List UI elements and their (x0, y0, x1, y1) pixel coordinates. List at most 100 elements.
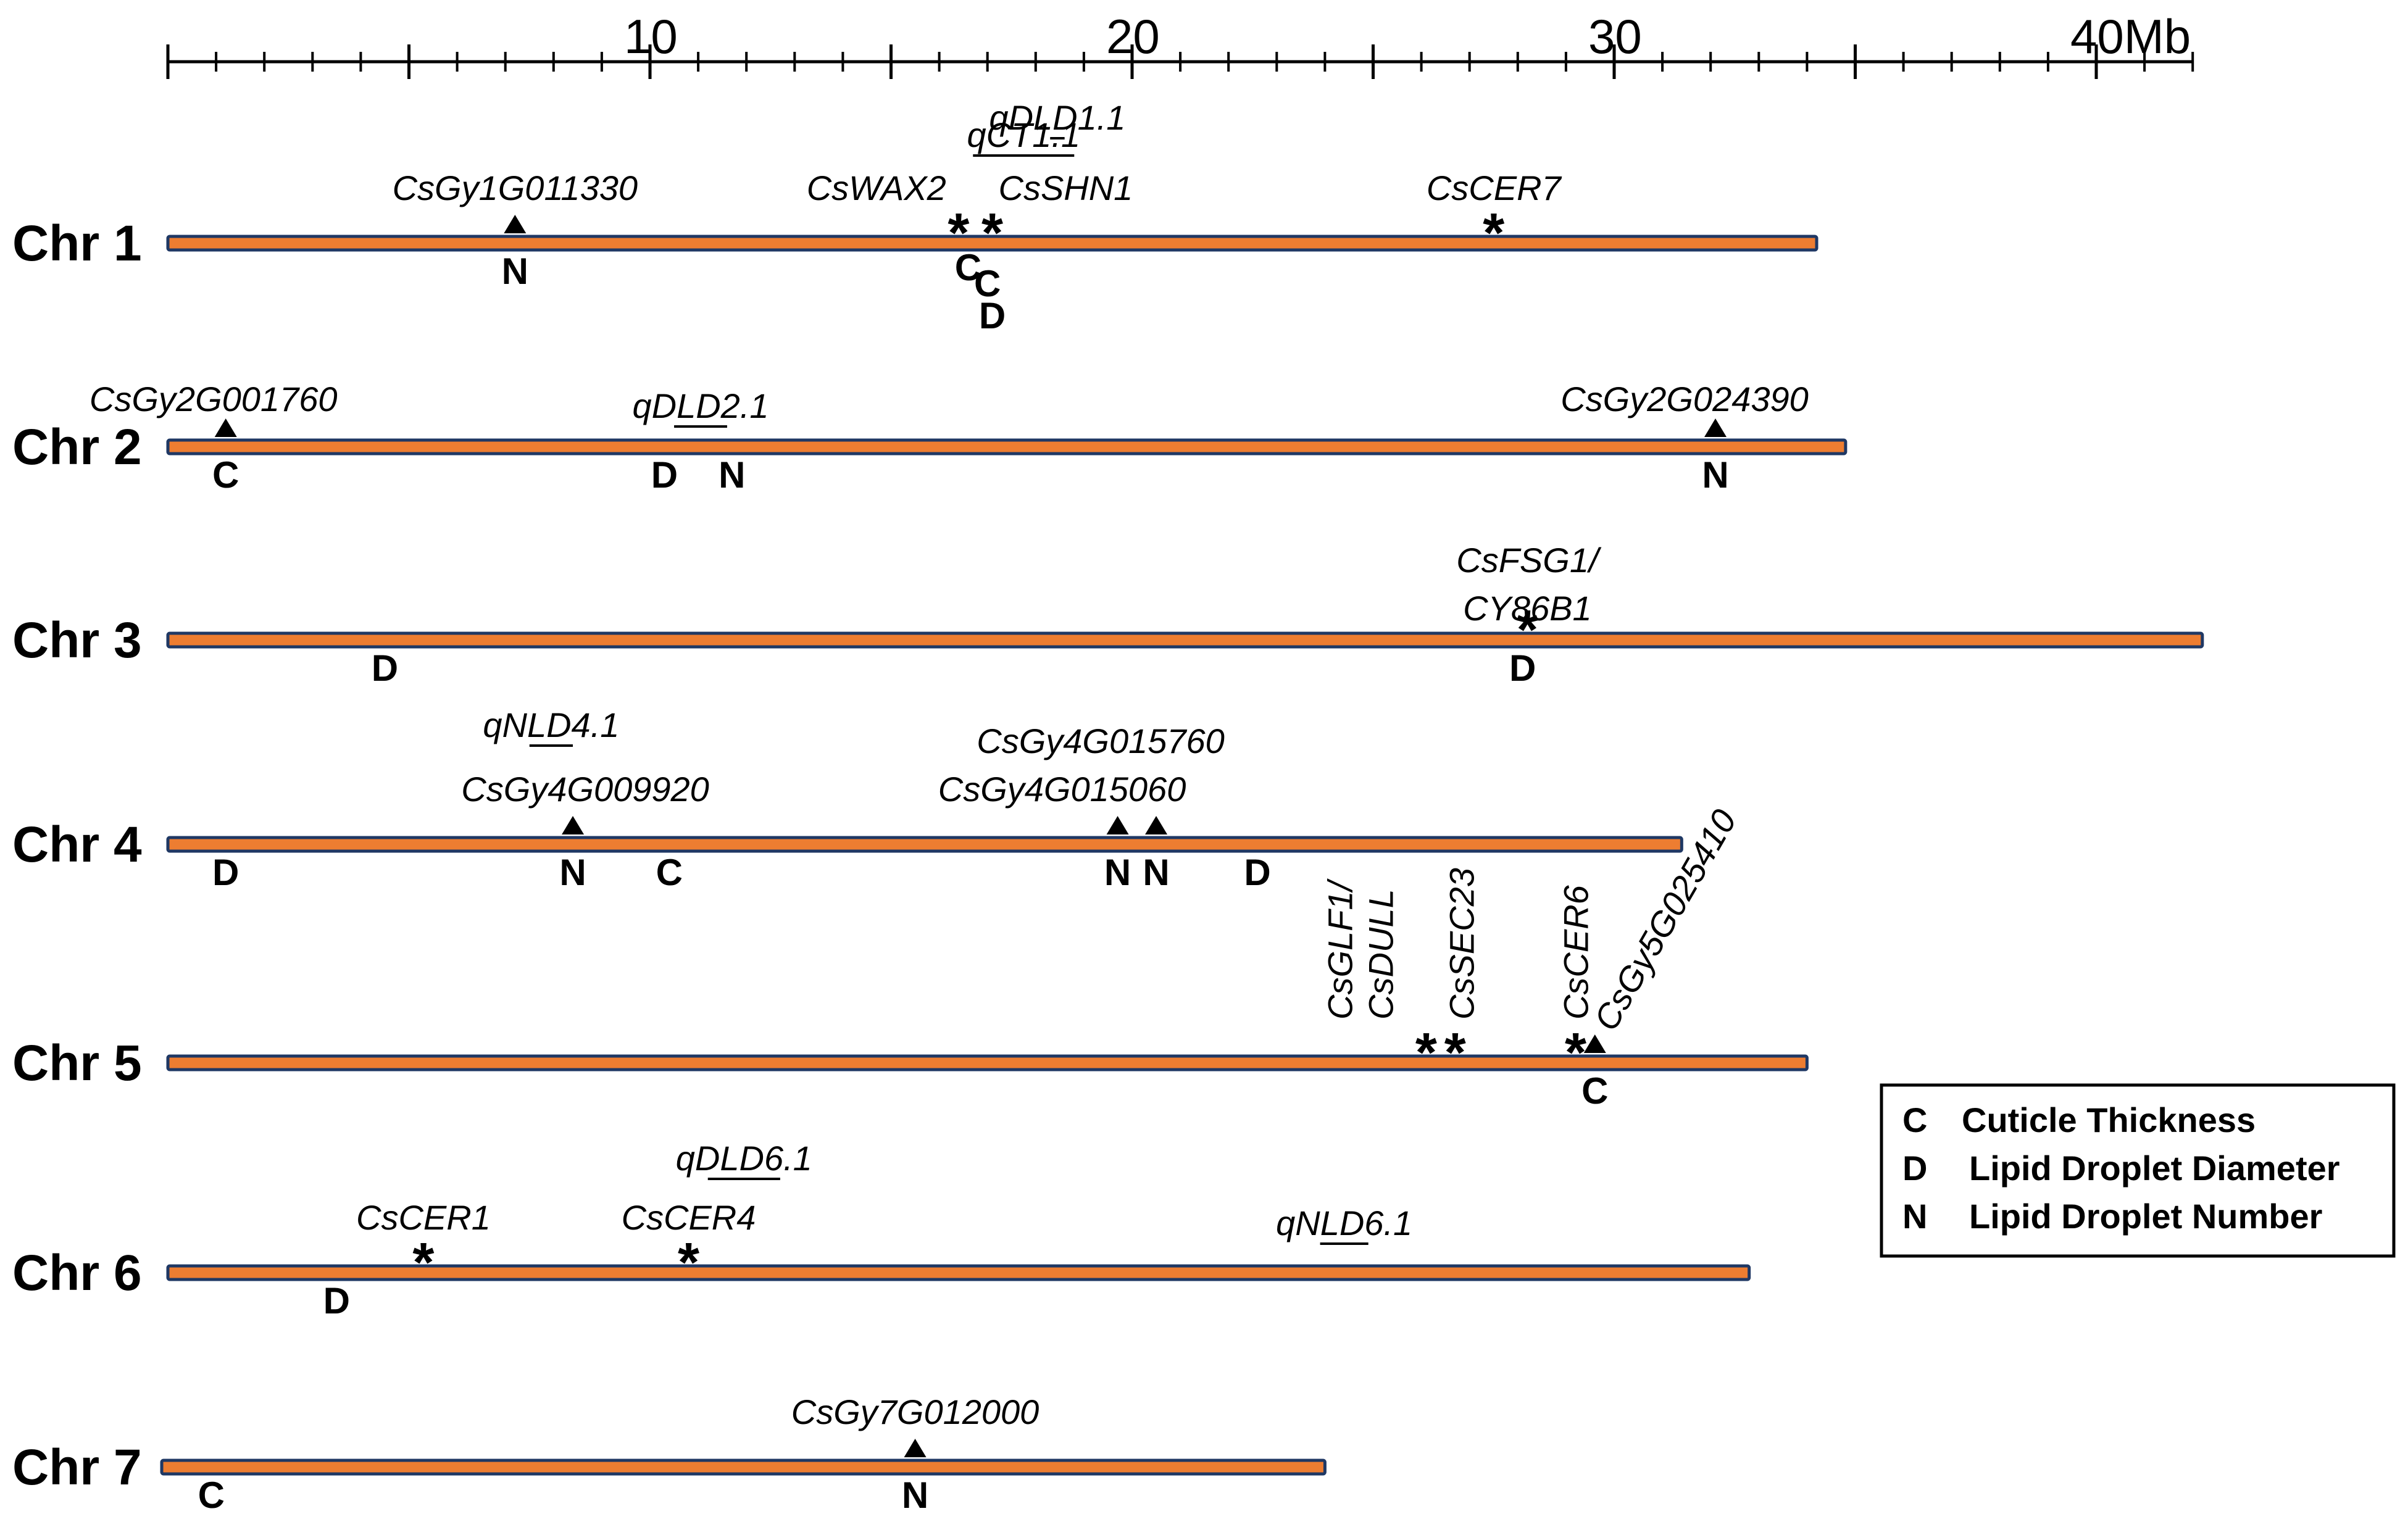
chromosome-label: Chr 7 (12, 1439, 142, 1496)
qtl-label: qCT1.1 (967, 115, 1080, 154)
marker-triangle: CsGy2G001760 (90, 380, 338, 437)
asterisk-icon: * (981, 202, 1003, 264)
triangle-icon (562, 816, 585, 834)
marker-label: CsCER1 (356, 1198, 491, 1237)
marker-label-line: CY86B1 (1463, 589, 1592, 628)
legend-code: C (1902, 1101, 1927, 1139)
marker-label: CsGy4G009920 (461, 770, 709, 809)
gene-markers: CsGy1G011330*CsWAX2*CsSHN1*CsCER7CsGy2G0… (90, 169, 1809, 1457)
legend-code: D (1902, 1149, 1927, 1188)
asterisk-icon: * (948, 202, 969, 264)
trait-label: C (656, 852, 683, 893)
asterisk-icon: * (1444, 1022, 1466, 1084)
marker-label: CsGLF1/CsDULL (1320, 878, 1400, 1020)
triangle-icon (1106, 816, 1129, 834)
chromosome-chr3: Chr 3 (12, 612, 2204, 668)
asterisk-icon: * (1565, 1022, 1586, 1084)
triangle-icon (504, 215, 527, 233)
qtl-interval: qNLD4.1 (483, 705, 619, 747)
marker-label: CsCER4 (622, 1198, 756, 1237)
marker-label: CsGy4G015760 (977, 722, 1225, 760)
qtl-interval: qCT1.1 (967, 115, 1080, 157)
trait-label: N (719, 454, 745, 496)
chromosome-bars: Chr 1 Chr 2 Chr 3 Chr 4 Chr 5 Chr 6 Chr 7 (12, 215, 2204, 1496)
asterisk-icon: * (1483, 202, 1504, 264)
qtl-label: qNLD6.1 (1276, 1204, 1412, 1242)
qtl-interval: qDLD2.1 (632, 386, 769, 428)
marker-star: *CsCER4 (622, 1198, 756, 1294)
axis-tick-label: 40Mb (2070, 9, 2191, 64)
trait-label: D (1244, 852, 1270, 893)
marker-star: *CsCER1 (356, 1198, 491, 1294)
legend: C Cuticle Thickness D Lipid Droplet Diam… (1880, 1083, 2396, 1258)
chromosome-chr1: Chr 1 (12, 215, 1818, 272)
qtl-label: qNLD4.1 (483, 705, 619, 744)
triangle-icon (1704, 418, 1727, 437)
triangle-icon (214, 418, 237, 437)
axis-tick-label: 20 (1106, 9, 1160, 64)
marker-label: CsGy2G001760 (90, 380, 338, 418)
legend-item-diameter: D Lipid Droplet Diameter (1902, 1149, 2340, 1188)
axis-tick-label: 10 (624, 9, 678, 64)
chromosome-bar (166, 631, 2204, 649)
qtl-label: qDLD6.1 (676, 1139, 812, 1178)
trait-label: D (372, 647, 398, 689)
chromosome-bar (166, 1264, 1751, 1281)
chromosome-label: Chr 3 (12, 612, 142, 668)
triangle-icon (904, 1439, 927, 1457)
triangle-icon (1145, 816, 1168, 834)
chromosome-bar (166, 1054, 1809, 1071)
chromosome-label: Chr 1 (12, 215, 142, 272)
trait-label: C (955, 247, 981, 288)
marker-label: CsGy7G012000 (791, 1392, 1039, 1431)
marker-triangle: CsGy4G015060 (938, 770, 1186, 834)
qtl-interval: qDLD1.1 (989, 98, 1125, 139)
chromosome-chr7: Chr 7 (12, 1439, 1327, 1496)
trait-label: D (212, 852, 239, 893)
legend-item-cuticle: C Cuticle Thickness (1902, 1101, 2256, 1139)
triangle-icon (1583, 1034, 1606, 1053)
marker-label: CsGy2G024390 (1560, 380, 1809, 418)
chromosome-chr6: Chr 6 (12, 1245, 1751, 1301)
marker-label: CsSHN1 (999, 169, 1133, 207)
marker-label-line: CsFSG1/ (1456, 541, 1602, 580)
marker-star: *CsCER6 (1557, 884, 1596, 1084)
marker-star: *CsSHN1 (981, 169, 1133, 264)
trait-label: D (323, 1280, 350, 1321)
trait-label: D (979, 295, 1006, 336)
chromosome-chr5: Chr 5 (12, 1035, 1809, 1091)
marker-triangle: CsGy1G011330 (393, 169, 638, 233)
marker-label: CsSEC23 (1442, 868, 1481, 1020)
trait-label: N (502, 251, 528, 292)
trait-label: C (1581, 1070, 1608, 1112)
marker-triangle: CsGy4G009920 (461, 770, 709, 834)
chromosome-chr4: Chr 4 (12, 817, 1683, 873)
marker-label: CsCER6 (1557, 884, 1596, 1020)
trait-label: D (651, 454, 678, 496)
marker-triangle: CsGy7G012000 (791, 1392, 1039, 1457)
marker-star: *CsGLF1/CsDULL (1320, 878, 1437, 1084)
marker-label: CsWAX2 (807, 169, 946, 207)
chromosome-bar (166, 235, 1818, 252)
marker-star: *CsWAX2 (807, 169, 970, 264)
trait-label: C (212, 454, 239, 496)
chromosome-chr2: Chr 2 (12, 419, 1848, 475)
trait-label: C (974, 263, 1001, 304)
marker-triangle: CsGy2G024390 (1560, 380, 1809, 437)
legend-label: Lipid Droplet Diameter (1969, 1149, 2340, 1188)
legend-label: Lipid Droplet Number (1969, 1197, 2322, 1236)
marker-star: *CsCER7 (1427, 169, 1562, 264)
marker-label: CsFSG1/CY86B1 (1456, 541, 1602, 628)
trait-label: N (1702, 454, 1728, 496)
chromosome-bar (160, 1458, 1327, 1476)
asterisk-icon: * (1415, 1022, 1437, 1084)
chromosome-bar (166, 438, 1848, 456)
trait-label: D (1509, 647, 1536, 689)
marker-label: CsCER7 (1427, 169, 1562, 207)
trait-label: N (1104, 852, 1131, 893)
qtl-label: qDLD2.1 (632, 386, 769, 425)
marker-triangle: CsGy4G015760 (977, 722, 1225, 834)
